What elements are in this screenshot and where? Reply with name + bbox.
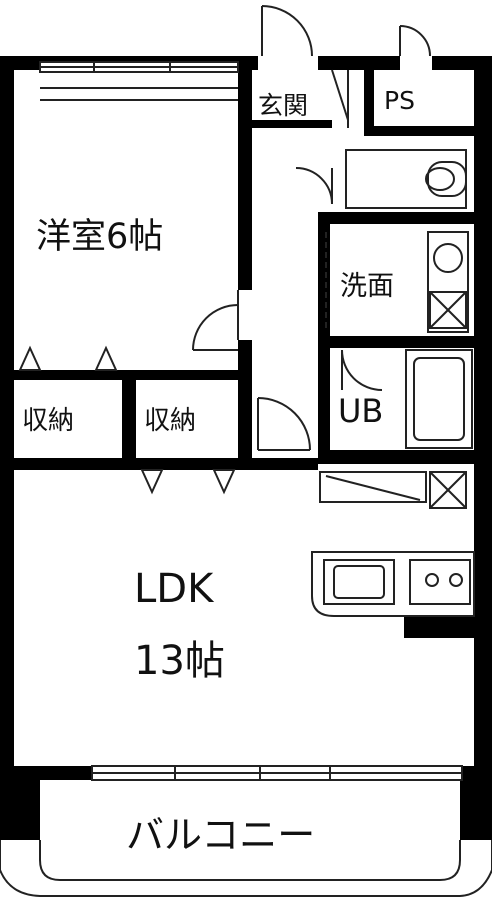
balcony-window [91,765,463,781]
entrance-label: 玄関 [258,91,309,120]
toilet-fixture [345,149,467,209]
western-room-label: 洋室6帖 [36,217,164,257]
pipe-space-label: PS [384,86,415,115]
ldk-label: LDK [134,566,214,612]
unit-bath-label: UB [338,392,384,430]
kitchen-fixture [311,551,475,617]
washroom-label: 洗面 [340,271,394,302]
bathtub-fixture [405,349,473,449]
ldk-size-label: 13帖 [134,638,225,684]
balcony-outline [0,840,492,897]
balcony-label: バルコニー [126,813,316,857]
doors [192,5,431,451]
washbasin-fixture [325,231,469,333]
closet-right-label: 収納 [144,406,197,436]
walls [0,56,492,840]
top-window [39,61,239,101]
closet-doors [18,345,236,495]
closet-left-label: 収納 [22,406,75,436]
laundry-fixture [319,471,467,509]
